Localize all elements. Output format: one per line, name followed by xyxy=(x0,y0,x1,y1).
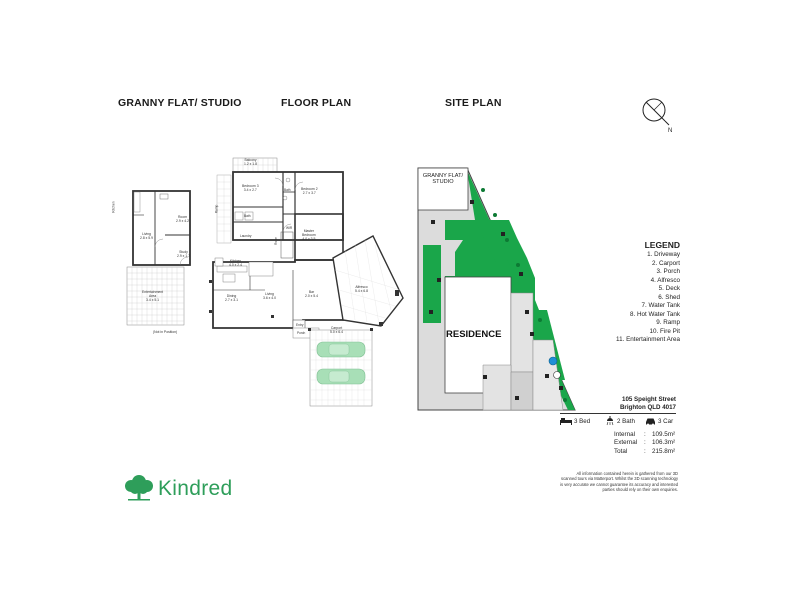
main-floor-plan xyxy=(209,157,404,407)
address-divider xyxy=(560,413,676,414)
porch-label: Porch xyxy=(297,331,306,335)
bath-lower-label: Bath xyxy=(244,214,251,218)
area-colon: : xyxy=(644,431,646,438)
legend-item: 5. Deck xyxy=(658,285,680,292)
legend-title: LEGEND xyxy=(644,240,680,250)
address-line-2: Brighton QLD 4017 xyxy=(619,403,676,411)
balcony-label: Balcony 1.2 x 1.8 xyxy=(244,158,258,166)
area-value: 109.5m² xyxy=(652,431,676,438)
car-1-icon xyxy=(316,341,366,358)
area-value: 106.3m² xyxy=(652,439,676,447)
car-icon xyxy=(646,418,655,426)
bar-label: Bar 2.0 x 5.4 xyxy=(305,290,319,298)
legend-item: 11. Entertainment Area xyxy=(616,336,680,343)
shower-icon xyxy=(606,416,614,426)
granny-study-label: Study 2.9 x 1.7 xyxy=(177,250,191,258)
legend-item: 3. Porch xyxy=(656,268,680,275)
living-label: Living 3.6 x 4.0 xyxy=(263,292,277,300)
property-address: 105 Speight Street Brighton QLD 4017 xyxy=(620,396,676,411)
bedroom3-label: Bedroom 3 3.4 x 2.7 xyxy=(242,184,259,192)
area-row: Internal:109.5m² xyxy=(614,431,675,439)
car-2-icon xyxy=(316,368,366,385)
laundry-label: Laundry xyxy=(240,234,252,238)
feature-car: 3 Car xyxy=(645,417,673,426)
site-residence-label: RESIDENCE xyxy=(446,329,502,340)
granny-flat-header: GRANNY FLAT/ STUDIO xyxy=(118,97,242,109)
legend-item: 8. Hot Water Tank xyxy=(629,310,680,318)
site-plan-map xyxy=(417,167,576,411)
legend-item: 1. Driveway xyxy=(647,251,680,258)
compass-icon xyxy=(642,98,670,126)
master-bedroom-label: Master Bedroom 4.0 x 3.5 xyxy=(302,229,316,241)
dining-label: Dining 2.7 x 3.1 xyxy=(225,294,239,302)
alfresco-label: Alfresco 5.4 x 6.8 xyxy=(355,285,369,293)
granny-flat-plan xyxy=(126,190,191,326)
floor-plan-header: FLOOR PLAN xyxy=(281,97,352,109)
ramp-label: Ramp xyxy=(214,204,219,214)
site-granny-flat xyxy=(417,167,469,211)
robe-label: Robe xyxy=(273,237,278,245)
disclaimer-text: All information contained herein is gath… xyxy=(560,471,678,492)
compass-north-label: N xyxy=(668,128,673,134)
site-fire-pit-icon xyxy=(553,371,561,379)
legend-item: 4. Alfresco xyxy=(650,276,680,284)
bed-count: 3 Bed xyxy=(574,417,591,425)
area-label: Internal xyxy=(614,431,636,438)
granny-entertainment-label: Entertainment Area 3.4 x 5.1 xyxy=(142,290,164,302)
area-row: Total:215.8m² xyxy=(614,448,675,456)
granny-note-label: (Not in Position) xyxy=(153,330,178,334)
feature-bed: 3 Bed xyxy=(560,417,590,425)
area-colon: : xyxy=(644,439,646,447)
kitchen-label: Kitchen 4.0 x 2.4 xyxy=(229,259,243,267)
area-value: 215.8m² xyxy=(652,447,676,455)
granny-entertainment-tiles xyxy=(126,266,185,326)
granny-living-label: Living 2.8 x 5.9 xyxy=(140,232,154,240)
wir-label: WIR xyxy=(286,226,293,230)
address-line-1: 105 Speight Street xyxy=(622,396,676,403)
site-lawn-left xyxy=(423,245,441,323)
bath-upper-label: Bath xyxy=(284,188,291,192)
kindred-tree-icon xyxy=(125,475,153,501)
bedroom2-label: Bedroom 2 2.7 x 3.7 xyxy=(301,187,318,195)
site-granny-flat-label: GRANNY FLAT/ STUDIO xyxy=(422,173,464,186)
alfresco-deck xyxy=(332,235,404,327)
area-colon: : xyxy=(644,447,646,455)
kindred-wordmark: Kindred xyxy=(158,477,233,500)
site-plan-header: SITE PLAN xyxy=(445,97,502,109)
granny-room-label: Room 2.9 x 4.2 xyxy=(176,215,190,223)
legend-item: 6. Shed xyxy=(658,293,680,301)
site-water-tank-icon xyxy=(548,356,558,366)
entry-label: Entry xyxy=(296,323,304,327)
carport-label: Carport 5.0 x 6.4 xyxy=(330,326,344,334)
legend-item: 2. Carport xyxy=(652,259,680,267)
legend-item: 9. Ramp xyxy=(656,319,680,326)
bath-count: 2 Bath xyxy=(617,417,635,425)
area-label: External xyxy=(614,439,638,447)
granny-outer-wall xyxy=(132,190,191,266)
bed-icon xyxy=(560,418,572,425)
legend-item: 10. Fire Pit xyxy=(649,327,680,335)
car-count: 3 Car xyxy=(658,418,674,425)
area-label: Total xyxy=(614,447,628,455)
area-row: External:106.3m² xyxy=(614,439,675,447)
granny-kitchen-label: Kitchen xyxy=(111,201,116,213)
legend-item: 7. Water Tank xyxy=(641,302,681,309)
carport-slab xyxy=(309,329,373,407)
feature-bath: 2 Bath xyxy=(605,416,635,426)
